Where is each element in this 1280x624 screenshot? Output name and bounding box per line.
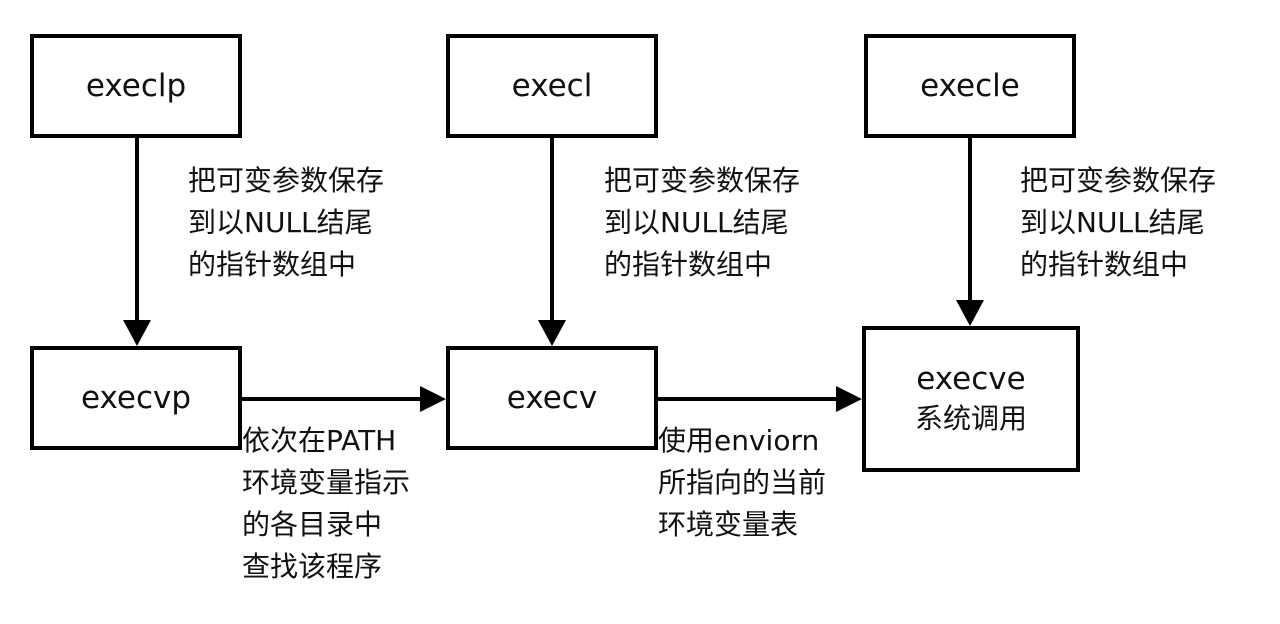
node-execl: execl: [446, 34, 658, 138]
node-execvp-label: execvp: [80, 380, 192, 416]
node-execlp: execlp: [30, 34, 242, 138]
node-execv-label: execv: [506, 380, 598, 416]
note-execl-to-execv: 把可变参数保存 到以NULL结尾 的指针数组中: [604, 164, 801, 281]
arrowhead-execve-right: [836, 386, 862, 412]
node-execlp-label: execlp: [85, 68, 187, 104]
arrowhead-execv-down: [538, 320, 566, 346]
node-execve-label: execve: [916, 361, 1026, 397]
arrowhead-execvp: [123, 320, 151, 346]
note-execlp-to-execvp: 把可变参数保存 到以NULL结尾 的指针数组中: [188, 164, 385, 281]
node-execve-sublabel: 系统调用: [914, 402, 1027, 435]
node-execve: execve 系统调用: [862, 326, 1080, 472]
node-execv: execv: [446, 346, 658, 450]
arrowhead-execve-down: [956, 300, 984, 326]
node-execle: execle: [864, 34, 1076, 138]
node-execl-label: execl: [511, 68, 593, 104]
note-execle-to-execve: 把可变参数保存 到以NULL结尾 的指针数组中: [1020, 164, 1217, 281]
arrowhead-execv-right: [420, 386, 446, 412]
note-execvp-to-execv: 依次在PATH 环境变量指示 的各目录中 查找该程序: [242, 424, 411, 583]
node-execle-label: execle: [920, 68, 1020, 104]
note-execv-to-execve: 使用enviorn 所指向的当前 环境变量表: [658, 424, 827, 541]
node-execvp: execvp: [30, 346, 242, 450]
